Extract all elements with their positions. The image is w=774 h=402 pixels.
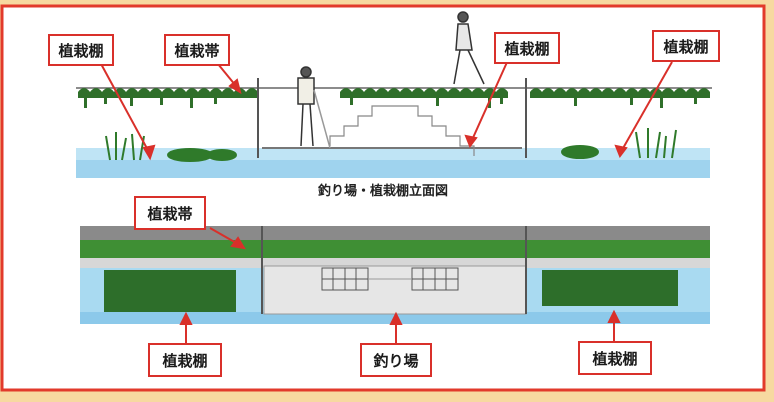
- plan-view: [80, 226, 710, 348]
- elevation-arrows: [99, 59, 673, 161]
- label-planting-shelf-elevation-right: 植栽棚: [652, 30, 720, 62]
- planting-belt-foliage: [78, 88, 710, 108]
- plan-planting-shelf-left: [104, 270, 236, 312]
- fisherman-figure: [297, 66, 331, 149]
- label-planting-belt-plan: 植栽帯: [134, 196, 206, 230]
- plan-fishing-spot: [263, 265, 527, 315]
- label-planting-shelf-plan-left: 植栽棚: [148, 343, 222, 377]
- reeds-left: [105, 132, 237, 162]
- panel-border: [0, 4, 766, 392]
- label-planting-shelf-elevation-center: 植栽棚: [494, 32, 560, 64]
- reeds-right: [561, 128, 677, 159]
- plan-railing: [80, 226, 710, 240]
- label-planting-shelf-elevation-left: 植栽棚: [48, 34, 114, 66]
- plan-planting-belt: [80, 240, 710, 258]
- walking-person-figure: [453, 11, 485, 85]
- plan-arrows: [179, 227, 621, 348]
- plan-planting-shelf-right: [542, 270, 678, 306]
- label-planting-belt-elevation: 植栽帯: [164, 34, 230, 66]
- elevation-caption: 釣り場・植栽棚立面図: [318, 184, 449, 199]
- stairs: [329, 105, 475, 156]
- elevation-view: [76, 11, 712, 178]
- label-planting-shelf-plan-right: 植栽棚: [578, 341, 652, 375]
- label-fishing-spot-plan: 釣り場: [360, 343, 432, 377]
- plan-grid: [321, 267, 459, 291]
